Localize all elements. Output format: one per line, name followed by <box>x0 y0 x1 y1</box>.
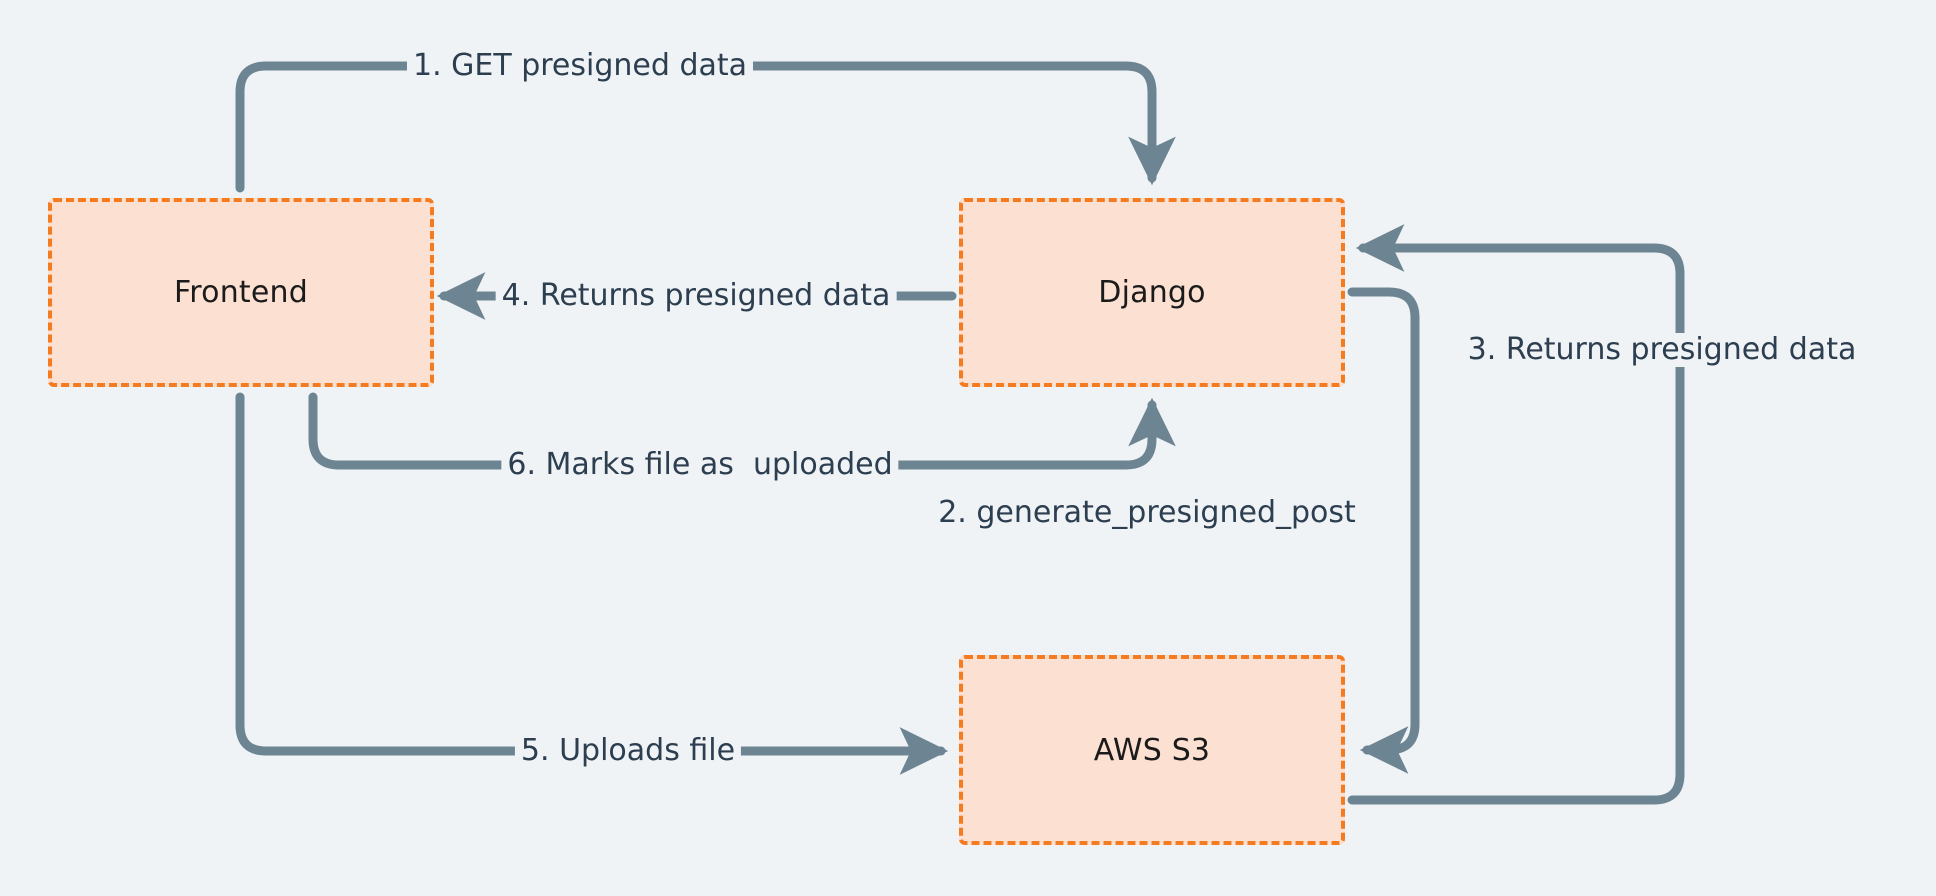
node-frontend[interactable]: Frontend <box>48 198 434 387</box>
edge-1-path <box>235 61 1176 193</box>
node-aws-s3-label: AWS S3 <box>1093 732 1211 768</box>
node-django[interactable]: Django <box>959 198 1345 387</box>
edge-label-5: 5. Uploads file <box>514 734 742 768</box>
edge-2-path <box>1347 287 1420 774</box>
edge-label-4: 4. Returns presigned data <box>495 279 897 313</box>
edge-label-6: 6. Marks file as uploaded <box>501 448 899 482</box>
node-django-label: Django <box>1098 275 1206 310</box>
edge-label-2: 2. generate_presigned_post <box>932 496 1362 530</box>
node-aws-s3[interactable]: AWS S3 <box>959 655 1345 845</box>
edge-label-1: 1. GET presigned data <box>406 49 754 83</box>
node-frontend-label: Frontend <box>174 275 308 310</box>
edge-3-path <box>1347 224 1685 805</box>
edge-5-path <box>235 392 949 775</box>
edge-label-3: 3. Returns presigned data <box>1461 333 1863 367</box>
